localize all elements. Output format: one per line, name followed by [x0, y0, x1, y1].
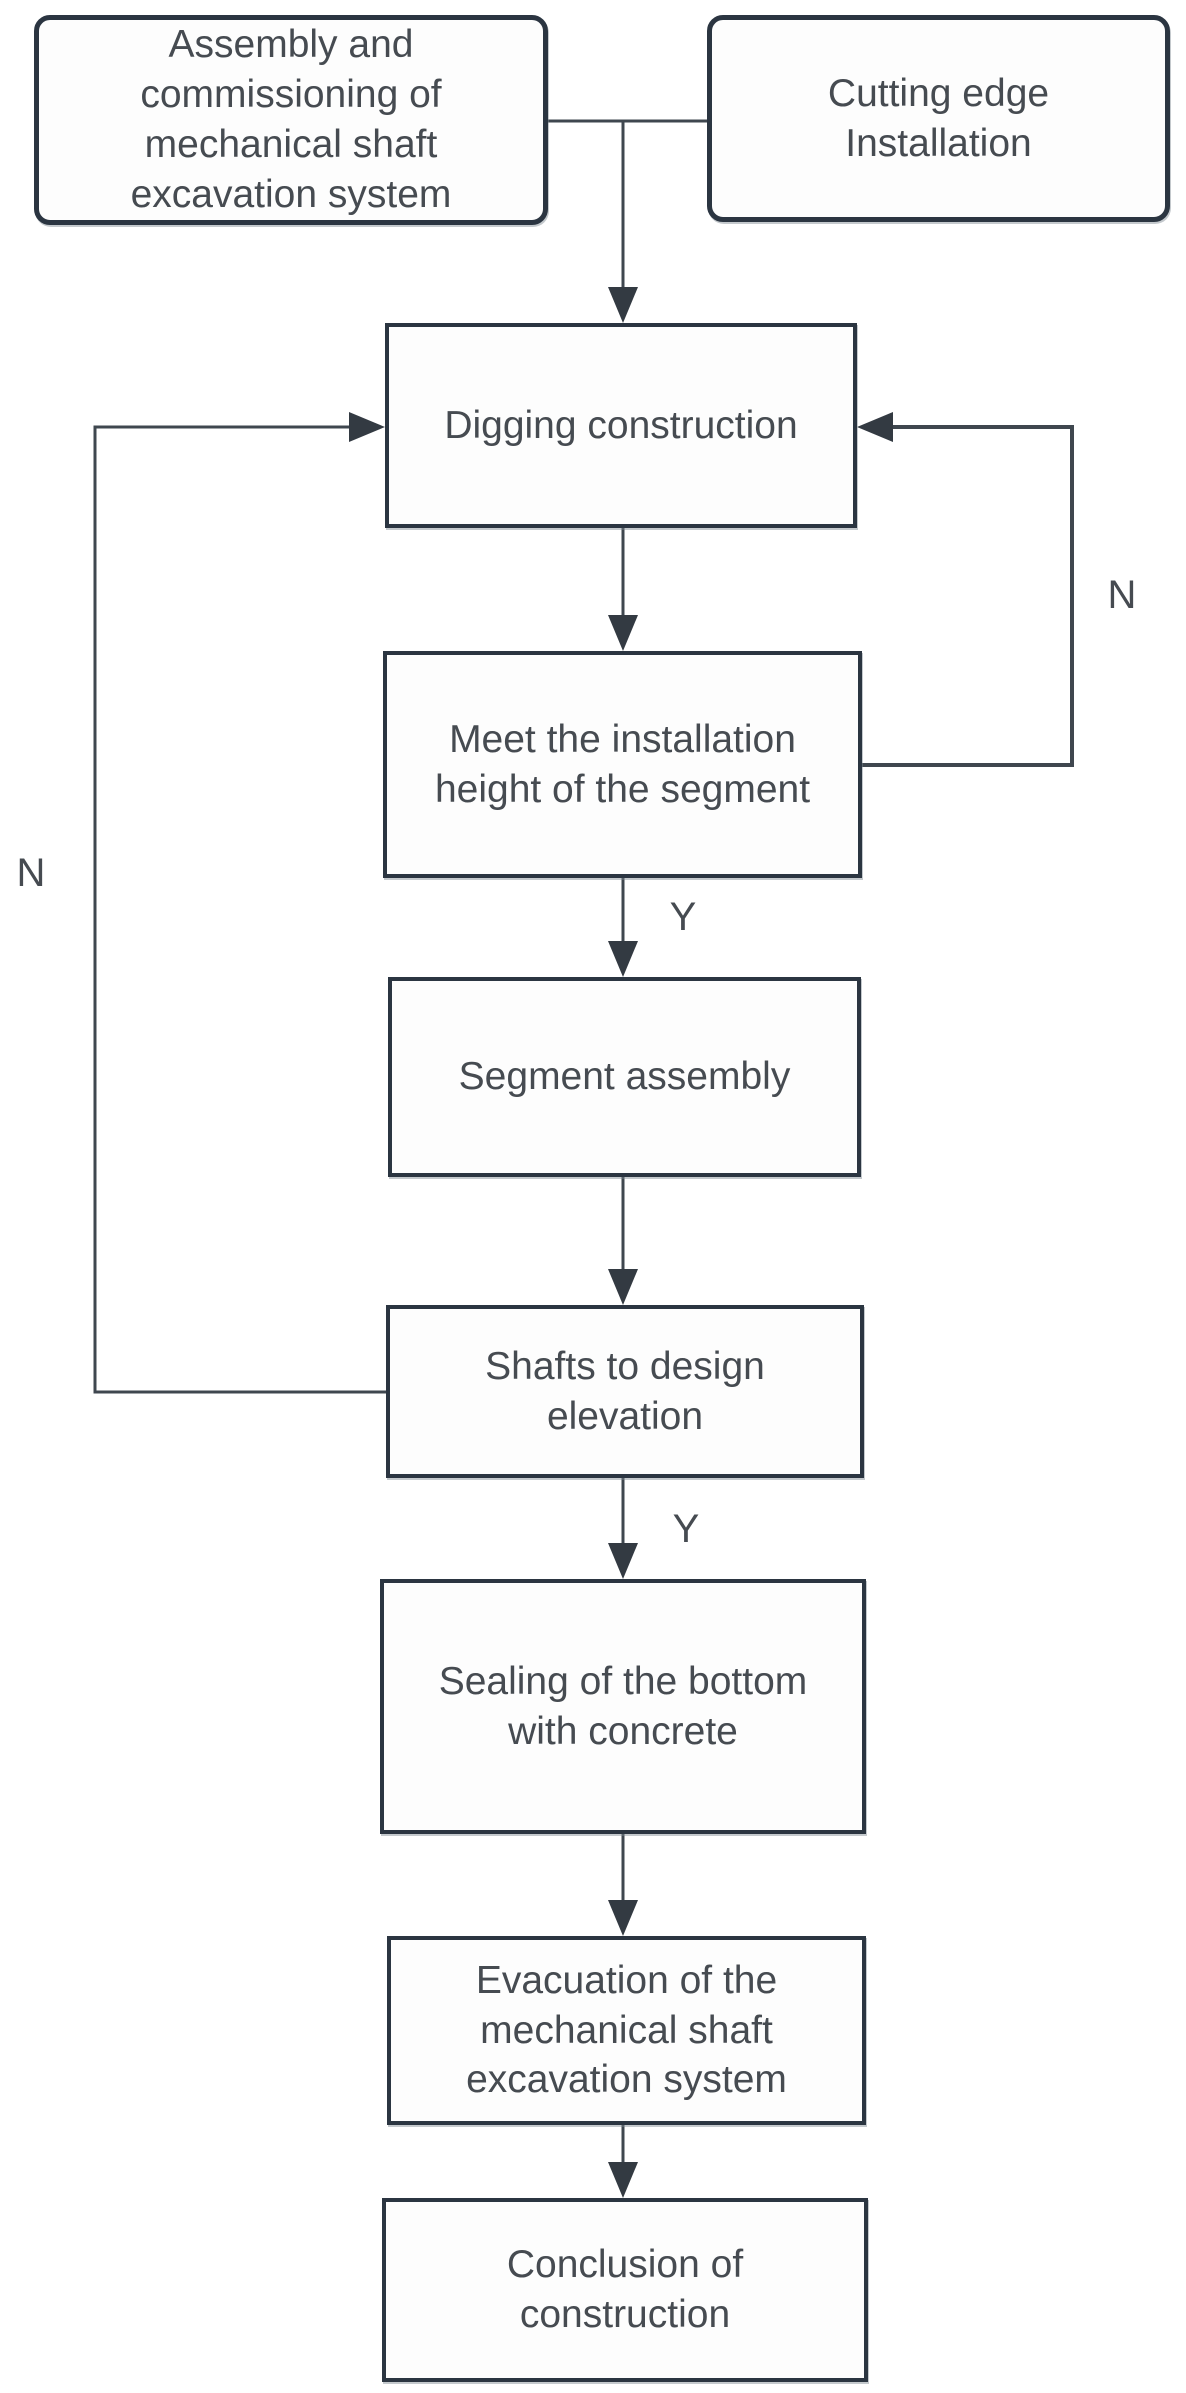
- arrowhead-into-digging-left: [349, 412, 385, 442]
- node-cutting-edge-installation: Cutting edge Installation: [707, 15, 1170, 222]
- arrowhead-into-meet: [608, 615, 638, 651]
- node-meet-installation-height-label: Meet the installation height of the segm…: [434, 717, 811, 811]
- node-meet-installation-height: Meet the installation height of the segm…: [383, 651, 862, 878]
- arrowhead-into-sealing: [608, 1543, 638, 1579]
- node-segment-assembly: Segment assembly: [388, 977, 861, 1177]
- edge-shafts-no-loop: [93, 425, 386, 1394]
- node-conclusion-construction-label: Conclusion of construction: [506, 2243, 744, 2336]
- arrowhead-into-conclusion: [608, 2162, 638, 2198]
- node-shafts-to-design-elevation-label: Shafts to design elevation: [485, 1344, 765, 1438]
- edge-label-shafts-yes: Y: [672, 1506, 700, 1551]
- node-evacuation-system: Evacuation of the mechanical shaft excav…: [387, 1936, 866, 2125]
- node-sealing-bottom-concrete-label: Sealing of the bottom with concrete: [438, 1659, 808, 1753]
- arrowhead-into-digging-top: [608, 287, 638, 323]
- node-shafts-to-design-elevation: Shafts to design elevation: [386, 1305, 864, 1478]
- edge-label-meet-no: N: [1107, 572, 1137, 617]
- arrowhead-into-digging-right: [857, 412, 893, 442]
- arrowhead-into-segment: [608, 941, 638, 977]
- node-cutting-edge-installation-label: Cutting edge Installation: [827, 71, 1050, 165]
- node-segment-assembly-label: Segment assembly: [458, 1055, 791, 1099]
- node-conclusion-construction: Conclusion of construction: [382, 2198, 868, 2382]
- edge-label-meet-yes: Y: [669, 894, 697, 939]
- node-assembly-commissioning-label: Assembly and commissioning of mechanical…: [130, 23, 452, 216]
- arrowhead-into-shafts: [608, 1269, 638, 1305]
- node-digging-construction-label: Digging construction: [444, 403, 798, 447]
- node-evacuation-system-label: Evacuation of the mechanical shaft excav…: [466, 1958, 787, 2102]
- arrowhead-into-evacuation: [608, 1900, 638, 1936]
- node-assembly-commissioning: Assembly and commissioning of mechanical…: [34, 15, 548, 225]
- edge-meet-no-loop: [862, 425, 1074, 767]
- node-sealing-bottom-concrete: Sealing of the bottom with concrete: [380, 1579, 866, 1834]
- node-digging-construction: Digging construction: [385, 323, 857, 528]
- edge-label-shafts-no: N: [16, 850, 46, 895]
